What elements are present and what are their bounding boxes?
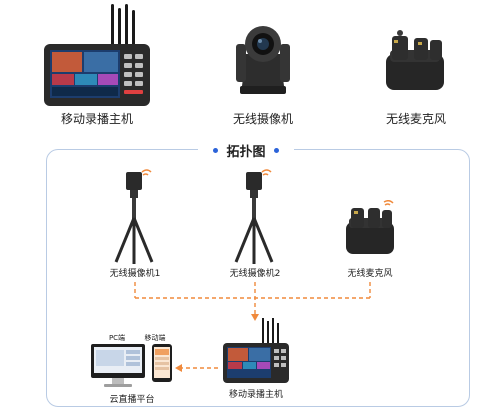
title-dot-left	[213, 147, 219, 153]
topology-title: 拓扑图	[198, 139, 294, 161]
mic-label: 无线麦克风	[347, 269, 393, 279]
top-label-camera: 无线摄像机	[232, 112, 293, 126]
camera2-label: 无线摄像机2	[229, 269, 281, 279]
topology-host-image	[223, 318, 289, 383]
top-label-host: 移动录播主机	[60, 112, 133, 126]
pc-label: PC端	[108, 334, 126, 342]
ptz-camera-image	[236, 26, 290, 94]
wireless-mic-image	[386, 30, 444, 90]
camera1-label: 无线摄像机1	[109, 269, 161, 279]
mobile-label: 移动端	[144, 334, 166, 342]
portable-host-image	[44, 4, 150, 106]
cloud-label: 云直播平台	[109, 395, 155, 405]
camera1-tripod-image	[114, 169, 154, 264]
cloud-platform-image	[91, 344, 172, 387]
top-label-mic: 无线麦克风	[385, 112, 446, 126]
camera2-tripod-image	[234, 169, 274, 264]
host-label: 移动录播主机	[228, 390, 283, 400]
topology-mic-image	[346, 200, 394, 254]
title-dot-right	[273, 147, 279, 153]
